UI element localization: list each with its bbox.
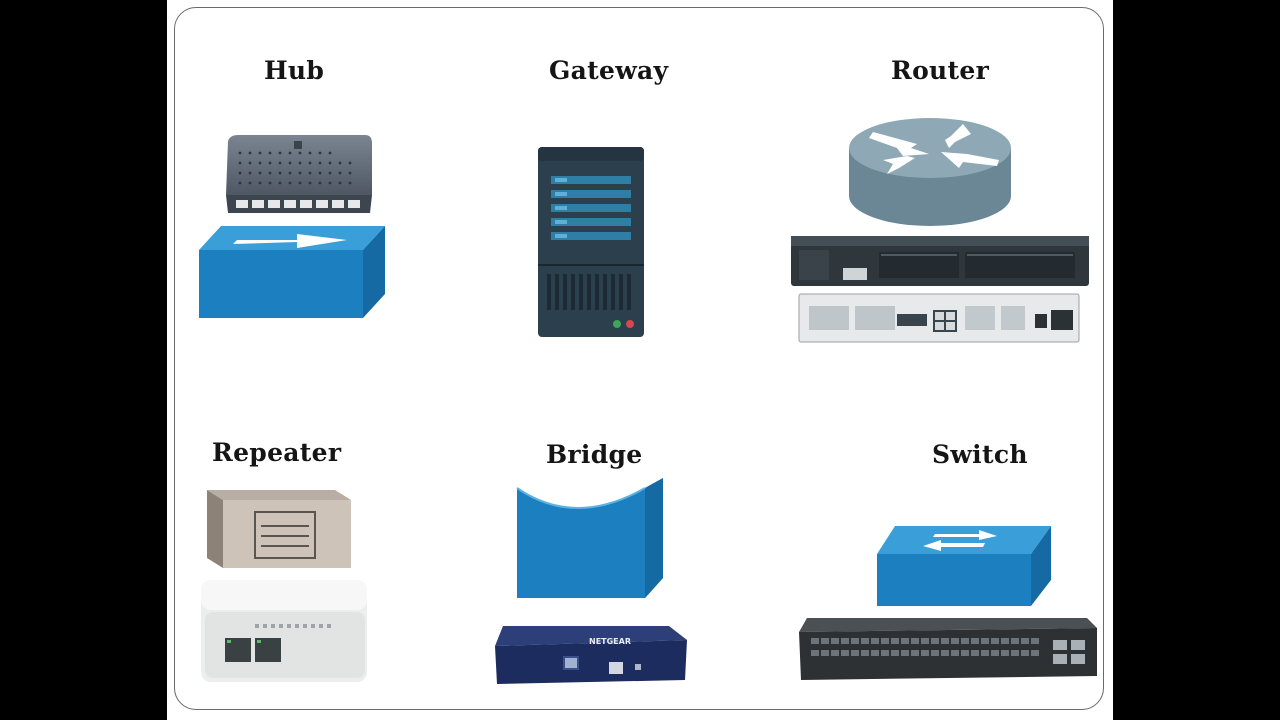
router-symbol-icon [849, 118, 1011, 226]
bridge-symbol-icon [516, 478, 663, 598]
switch-symbol-icon [877, 526, 1051, 606]
gateway-label: Gateway [549, 56, 669, 85]
router-label: Router [891, 56, 990, 85]
gateway-server-icon [538, 147, 644, 337]
switch-hardware-icon [799, 618, 1097, 680]
diagram-card: Hub Gateway Router Repeater Bridge Switc… [174, 7, 1104, 710]
switch-label: Switch [932, 440, 1028, 469]
bridge-label: Bridge [546, 440, 643, 469]
hub-label: Hub [264, 56, 325, 85]
router-hardware-icon [791, 236, 1089, 343]
hub-symbol-icon [199, 226, 385, 318]
svg-text:NETGEAR: NETGEAR [589, 637, 631, 646]
repeater-symbol-icon [207, 490, 351, 568]
slide: Hub Gateway Router Repeater Bridge Switc… [167, 0, 1113, 720]
bridge-hardware-icon: NETGEAR [495, 626, 687, 684]
repeater-hardware-icon [201, 580, 367, 682]
repeater-label: Repeater [212, 438, 342, 467]
hub-device-icon [226, 135, 372, 213]
